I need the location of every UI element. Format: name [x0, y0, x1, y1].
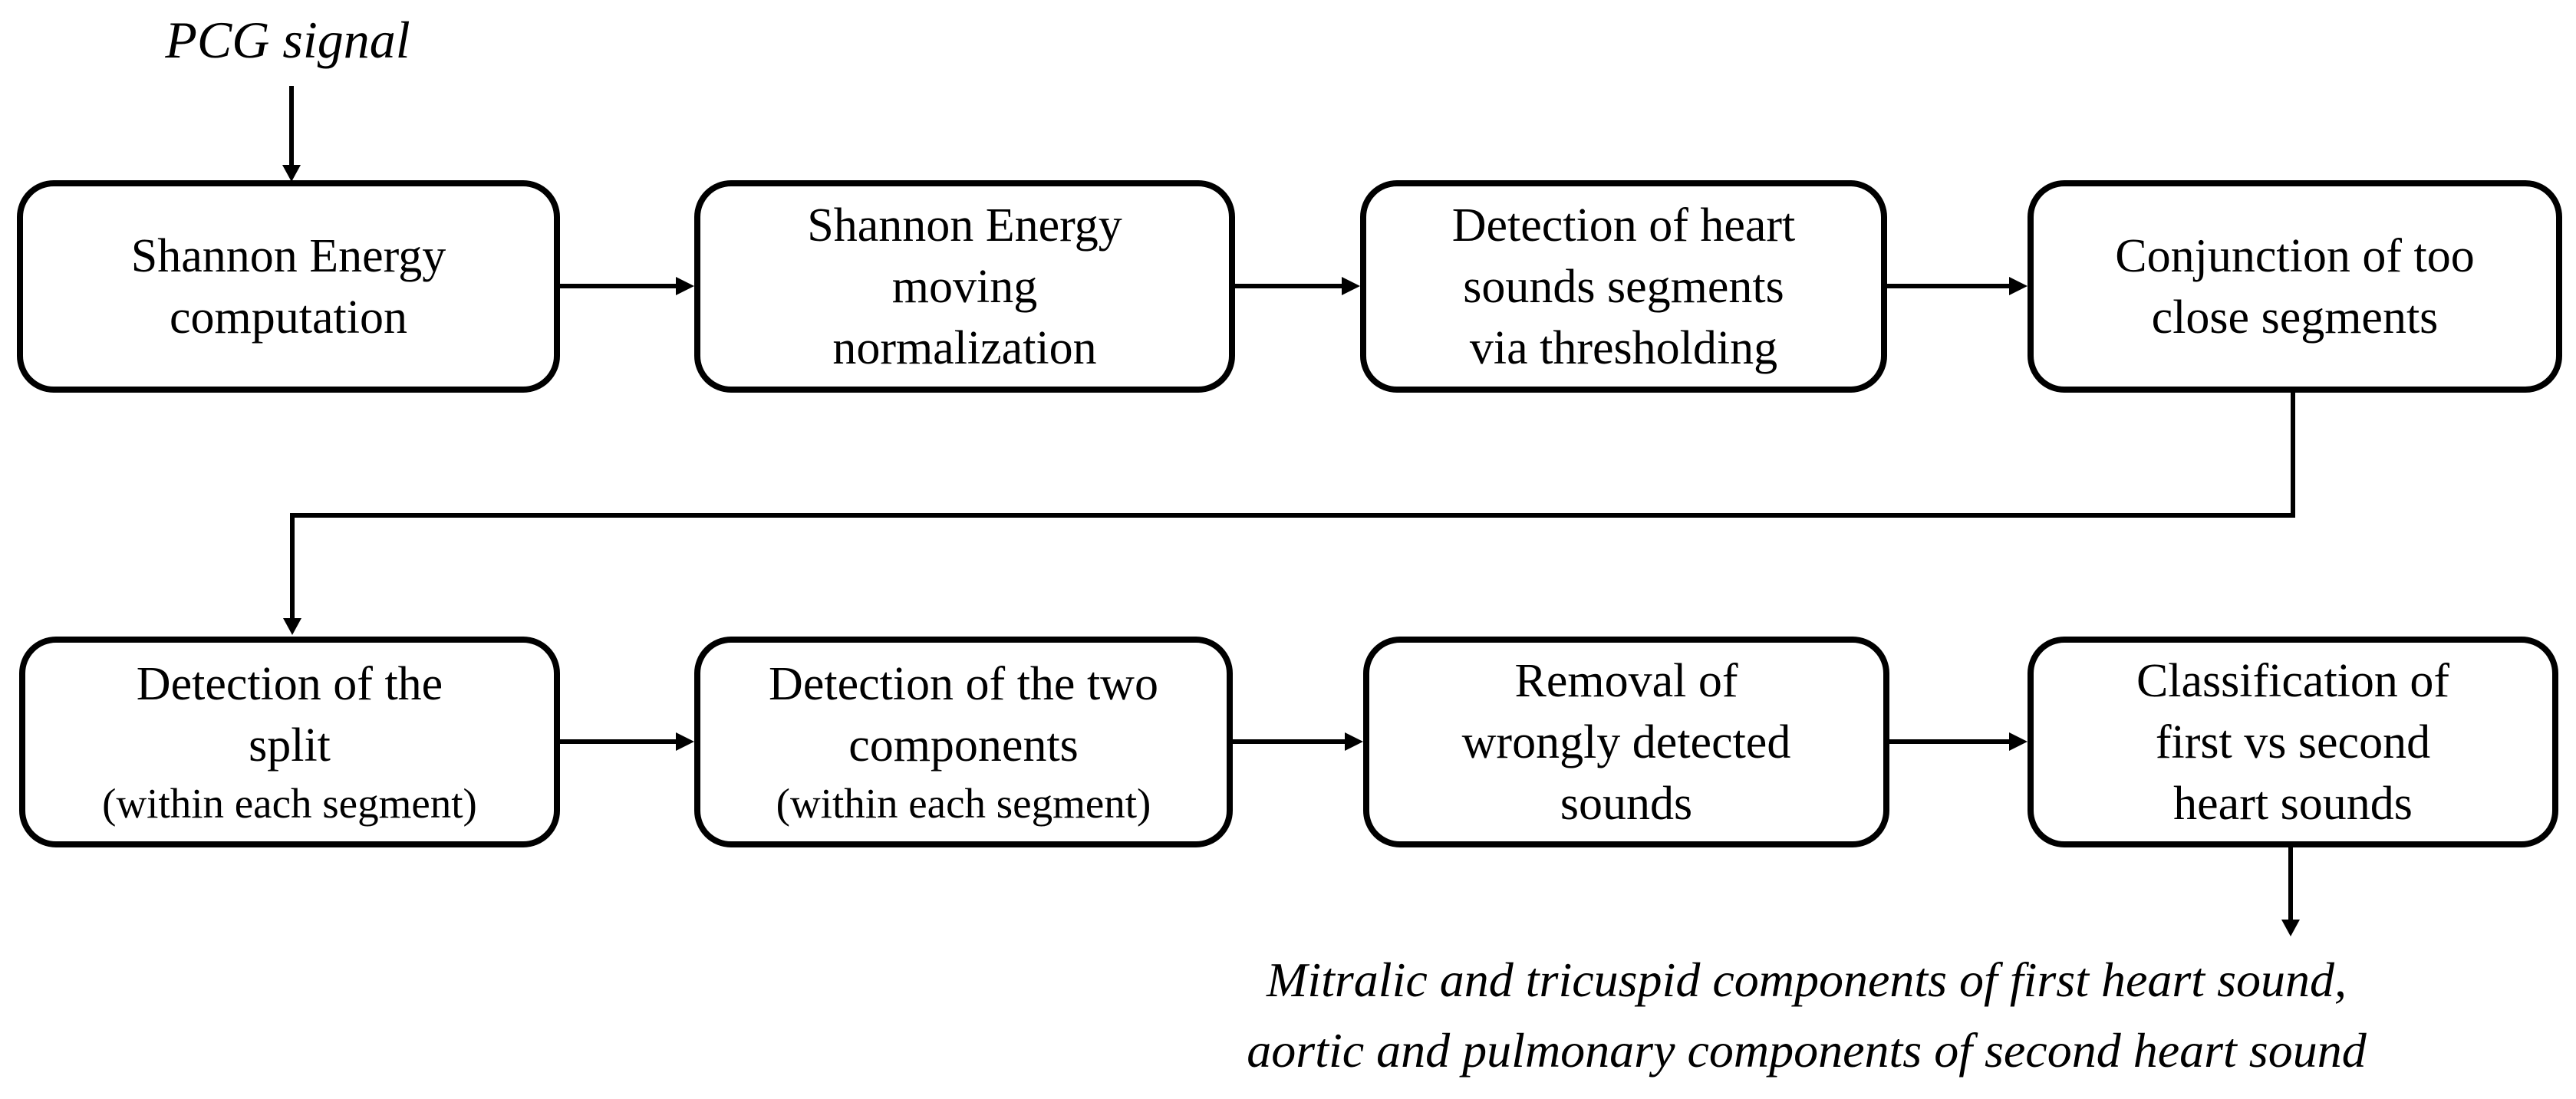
arrow-r2-2-to-3-head — [1345, 732, 1363, 751]
box-label: Detection of the split — [136, 657, 443, 772]
pcg-input-arrow-shaft — [289, 86, 294, 166]
box-shannon-energy-computation: Shannon Energy computation — [17, 180, 560, 393]
arrow-r1-2-to-3-shaft — [1235, 284, 1342, 288]
arrow-r1-1-to-2-head — [676, 277, 694, 295]
output-arrowhead — [2281, 920, 2300, 936]
pcg-input-arrowhead — [282, 165, 301, 182]
connector-arrowhead — [283, 618, 301, 635]
box-removal-wrong-sounds: Removal of wrongly detected sounds — [1363, 637, 1889, 847]
box-detection-two-components: Detection of the two components (within … — [694, 637, 1233, 847]
box-label: Shannon Energy computation — [130, 229, 446, 344]
box-detection-split: Detection of the split (within each segm… — [19, 637, 560, 847]
box-classification-first-vs-second: Classification of first vs second heart … — [2028, 637, 2558, 847]
arrow-r2-1-to-2-shaft — [560, 739, 677, 744]
pcg-signal-label: PCG signal — [165, 11, 410, 69]
box-label: Shannon Energy moving normalization — [807, 199, 1122, 374]
output-caption: Mitralic and tricuspid components of fir… — [1247, 953, 2367, 1078]
arrow-r2-3-to-4-head — [2009, 732, 2028, 751]
box-detection-heart-sounds-segments: Detection of heart sounds segments via t… — [1360, 180, 1887, 393]
box-sublabel: (within each segment) — [776, 779, 1151, 827]
arrow-r1-1-to-2-shaft — [560, 284, 677, 288]
output-arrow-shaft — [2288, 847, 2293, 921]
connector-down-segment — [2291, 393, 2295, 518]
connector-drop-segment — [290, 518, 295, 620]
arrow-r1-3-to-4-head — [2009, 277, 2028, 295]
arrow-r2-2-to-3-shaft — [1233, 739, 1346, 744]
box-shannon-energy-moving-normalization: Shannon Energy moving normalization — [694, 180, 1235, 393]
box-label: Conjunction of too close segments — [2115, 229, 2475, 344]
box-label: Removal of wrongly detected sounds — [1461, 654, 1791, 830]
box-label: Classification of first vs second heart … — [2136, 654, 2450, 830]
arrow-r1-2-to-3-head — [1342, 277, 1360, 295]
box-label: Detection of the two components — [769, 657, 1158, 772]
arrow-r2-3-to-4-shaft — [1889, 739, 2010, 744]
connector-horizontal-segment — [290, 513, 2295, 518]
box-conjunction-close-segments: Conjunction of too close segments — [2028, 180, 2562, 393]
arrow-r1-3-to-4-shaft — [1887, 284, 2010, 288]
box-sublabel: (within each segment) — [102, 779, 477, 827]
arrow-r2-1-to-2-head — [676, 732, 694, 751]
box-label: Detection of heart sounds segments via t… — [1451, 199, 1796, 374]
